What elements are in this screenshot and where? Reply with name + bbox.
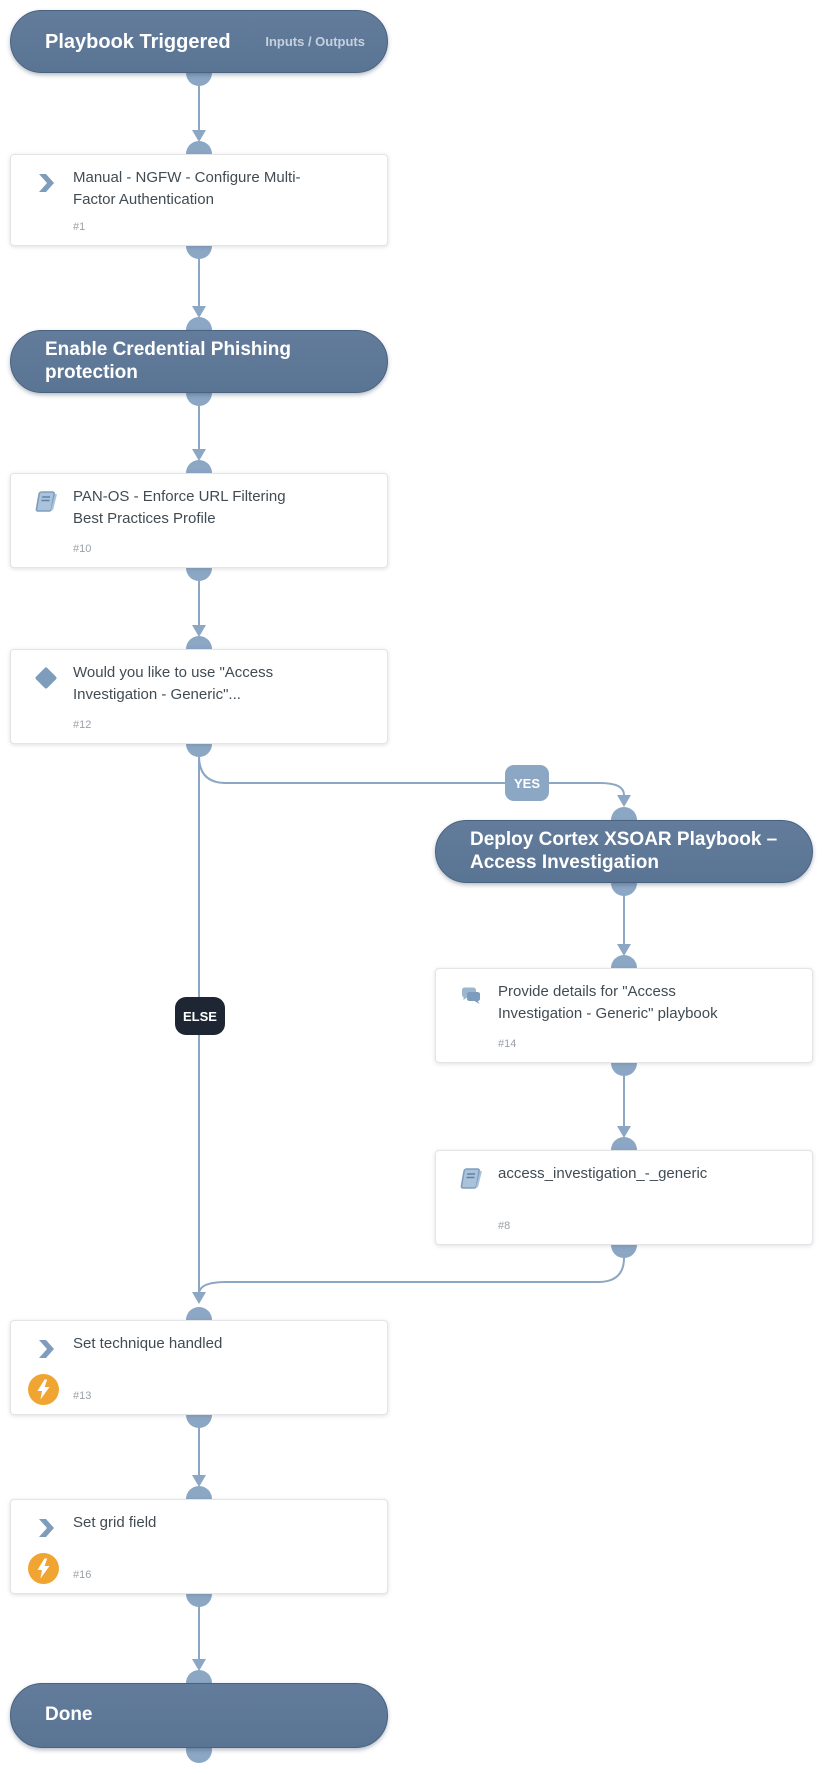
else-text: ELSE [183, 1008, 217, 1024]
task-title: Manual - NGFW - Configure Multi-Factor A… [73, 169, 301, 208]
task-number: #13 [73, 1390, 92, 1402]
task-title: Set technique handled [73, 1335, 223, 1352]
node-manual-mfa[interactable]: Manual - NGFW - Configure Multi-Factor A… [10, 154, 388, 246]
yes-text: YES [513, 775, 540, 791]
node-panos-urlfilter[interactable]: PAN-OS - Enforce URL Filtering Best Prac… [10, 473, 388, 568]
task-number: #10 [73, 543, 92, 555]
section-title: Done [45, 1704, 93, 1726]
node-playbook-triggered[interactable]: Playbook Triggered Inputs / Outputs [10, 10, 388, 73]
task-number: #8 [498, 1220, 511, 1232]
node-section-phishing[interactable]: Enable Credential Phishing protection [10, 330, 388, 393]
task-title: Provide details for "Access Investigatio… [498, 983, 718, 1022]
node-set-grid[interactable]: Set grid field #16 [10, 1499, 388, 1594]
manual-task-icon [33, 170, 59, 196]
condition-diamond-icon [33, 665, 59, 691]
node-provide-details[interactable]: Provide details for "Access Investigatio… [435, 968, 813, 1063]
task-title: Would you like to use "Access Investigat… [73, 664, 274, 703]
manual-task-icon [33, 1515, 59, 1541]
section-title: Deploy Cortex XSOAR Playbook – Access In… [470, 828, 778, 873]
node-done[interactable]: Done [10, 1683, 388, 1748]
data-collection-chat-icon [458, 984, 484, 1010]
else-branch-label: ELSE [175, 997, 225, 1035]
task-number: #14 [498, 1038, 517, 1050]
task-title: Set grid field [73, 1514, 157, 1531]
inputs-outputs-link[interactable]: Inputs / Outputs [265, 34, 365, 49]
section-title: Enable Credential Phishing protection [45, 338, 291, 383]
node-set-technique[interactable]: Set technique handled #13 [10, 1320, 388, 1415]
playbook-icon [458, 1166, 484, 1192]
task-number: #1 [73, 221, 86, 233]
task-title: access_investigation_-_generic [498, 1165, 708, 1182]
section-title: Playbook Triggered [45, 30, 231, 53]
node-access-playbook[interactable]: access_investigation_-_generic #8 [435, 1150, 813, 1245]
task-number: #12 [73, 719, 92, 731]
yes-branch-label: YES [505, 765, 549, 801]
node-condition-access[interactable]: Would you like to use "Access Investigat… [10, 649, 388, 744]
task-title: PAN-OS - Enforce URL Filtering Best Prac… [73, 488, 286, 527]
node-section-deploy[interactable]: Deploy Cortex XSOAR Playbook – Access In… [435, 820, 813, 883]
task-number: #16 [73, 1569, 92, 1581]
automation-lightning-icon [28, 1553, 59, 1584]
manual-task-icon [33, 1336, 59, 1362]
automation-lightning-icon [28, 1374, 59, 1405]
playbook-icon [33, 489, 59, 515]
